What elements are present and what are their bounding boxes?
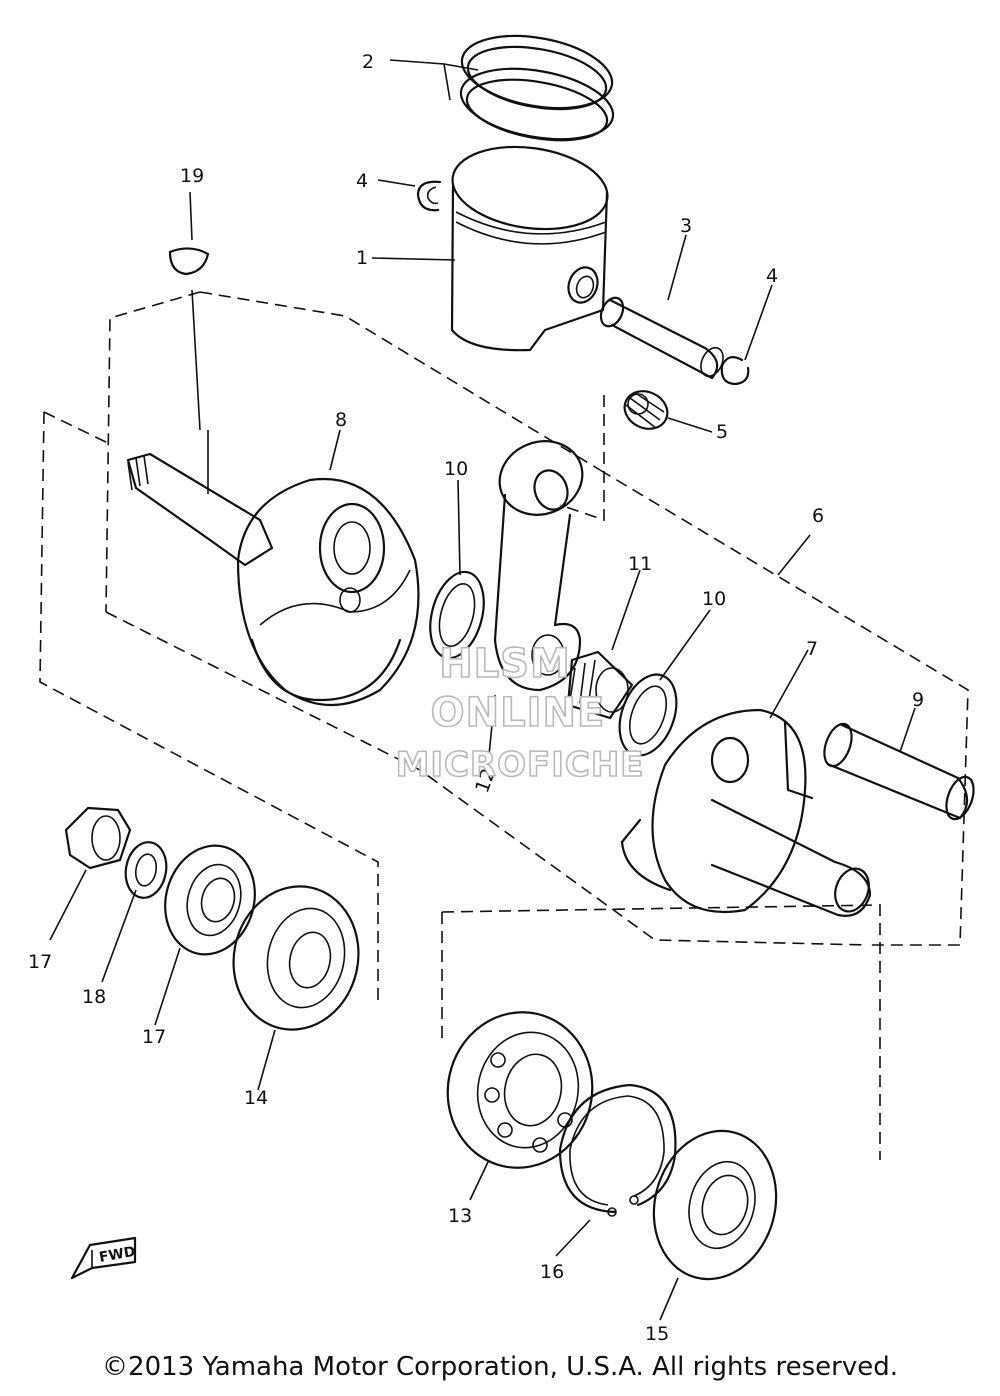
bearing-circlip[interactable] [558, 1083, 677, 1217]
connecting-rod[interactable] [489, 430, 593, 692]
part-label-9: 9 [912, 689, 924, 711]
part-label-1: 1 [356, 247, 368, 269]
part-label-10a: 10 [444, 458, 468, 480]
crank-right[interactable] [620, 708, 875, 917]
watermark-line-1: HLSM [439, 641, 571, 687]
big-end-bearing[interactable] [566, 650, 634, 720]
main-bearing-left[interactable] [220, 875, 371, 1042]
crank-nut[interactable] [64, 806, 132, 870]
piston-pin-clip-right[interactable] [720, 355, 750, 386]
part-label-6: 6 [812, 505, 824, 527]
part-label-18: 19 [180, 165, 204, 187]
part-label-4b: 4 [766, 265, 778, 287]
copyright-notice: ©2013 Yamaha Motor Corporation, U.S.A. A… [102, 1352, 898, 1382]
part-label-13: 13 [448, 1205, 472, 1227]
part-label-5: 5 [716, 421, 728, 443]
crank-washer-left[interactable] [421, 566, 492, 664]
piston-pin-clip-left[interactable] [416, 180, 442, 212]
part-label-10b: 10 [702, 588, 726, 610]
watermark-line-2: ONLINE [431, 690, 606, 736]
part-label-8: 8 [335, 409, 347, 431]
woodruff-key[interactable] [168, 247, 210, 276]
part-label-16: 16 [540, 1261, 564, 1283]
small-end-bearing[interactable] [618, 384, 673, 435]
part-label-2: 2 [362, 51, 374, 73]
main-bearing-right[interactable] [433, 999, 606, 1182]
leader-lines [49, 59, 916, 1321]
piston-rings[interactable] [455, 25, 618, 150]
crank-pin[interactable] [819, 720, 979, 823]
part-label-17: 17 [142, 1026, 166, 1048]
part-label-19: 17 [28, 951, 52, 973]
part-label-15: 15 [645, 1323, 669, 1345]
watermark: HLSM ONLINE MICROFICHE [395, 640, 645, 786]
piston-pin[interactable] [597, 294, 728, 380]
part-label-14: 14 [244, 1087, 268, 1109]
oil-seal-right[interactable] [638, 1117, 793, 1293]
forward-arrow-icon: FWD [70, 1236, 137, 1280]
part-labels: 2 4 19 1 3 4 5 8 10 6 11 10 7 9 12 17 18… [28, 51, 924, 1345]
part-label-11: 11 [628, 553, 652, 575]
part-label-7: 7 [806, 638, 818, 660]
part-label-4a: 4 [356, 170, 368, 192]
piston[interactable] [447, 138, 613, 352]
forward-label: FWD [98, 1244, 137, 1266]
part-label-20: 18 [82, 986, 106, 1008]
crank-left[interactable] [126, 452, 420, 706]
part-label-3: 3 [680, 215, 692, 237]
watermark-line-3: MICROFICHE [395, 745, 644, 785]
assembly-outlines [39, 291, 969, 1160]
crank-nut-washer[interactable] [121, 839, 170, 901]
oil-seal-left[interactable] [153, 835, 266, 964]
